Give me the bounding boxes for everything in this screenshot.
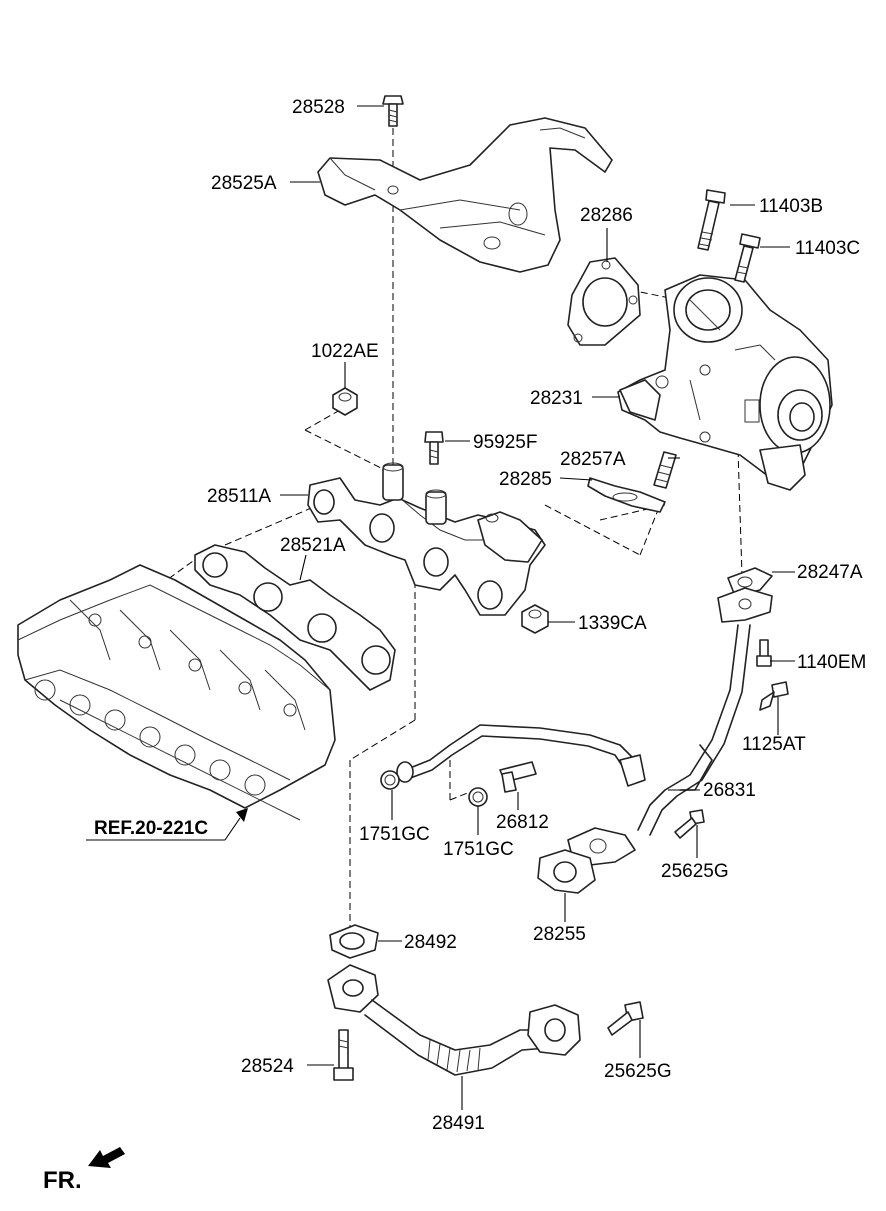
label-1751gc-a: 1751GC — [359, 824, 430, 845]
label-1140em: 1140EM — [797, 652, 866, 673]
label-26831: 26831 — [703, 780, 756, 801]
label-28525a: 28525A — [211, 173, 277, 194]
turbocharger — [617, 274, 833, 491]
label-28524: 28524 — [241, 1056, 294, 1077]
heat-shield — [317, 117, 613, 273]
label-28511a: 28511A — [207, 486, 271, 507]
exhaust-manifold — [307, 462, 546, 616]
leader-lines — [86, 105, 795, 1110]
label-28521a: 28521A — [280, 535, 346, 556]
oil-pipe-28491 — [327, 964, 581, 1076]
front-label: FR. — [43, 1167, 82, 1194]
turbo-gasket-28286 — [567, 257, 641, 346]
label-28257a: 28257A — [560, 449, 626, 470]
label-1751gc-b: 1751GC — [443, 839, 514, 860]
bolt-11403c — [734, 233, 761, 283]
label-28286: 28286 — [580, 205, 633, 226]
part-number-labels: 28528 28525A 28286 11403B 11403C 1022AE … — [207, 97, 866, 1134]
nut-1022ae — [332, 387, 358, 416]
stud-95925f — [424, 431, 444, 465]
bolt-25625g-lower — [607, 1001, 644, 1036]
label-28255: 28255 — [533, 924, 586, 945]
manifold-gasket — [194, 544, 396, 691]
oil-return-pipe — [380, 724, 646, 807]
bolt-1125at — [759, 681, 789, 711]
label-95925f: 95925F — [473, 432, 537, 453]
bolt-1140em — [756, 639, 772, 667]
gasket-28255 — [537, 849, 596, 894]
nut-1339ca — [521, 604, 549, 634]
bolt-28528 — [382, 95, 404, 127]
label-28231: 28231 — [530, 388, 583, 409]
label-1339ca: 1339CA — [578, 613, 647, 634]
gasket-28285 — [587, 477, 666, 513]
label-26812: 26812 — [496, 812, 549, 833]
stud-28257a — [653, 451, 677, 489]
label-1125at: 1125AT — [742, 734, 806, 755]
label-28528: 28528 — [292, 97, 345, 118]
gasket-28492 — [329, 924, 379, 959]
label-28492: 28492 — [404, 932, 457, 953]
front-direction-marker: FR. — [43, 1147, 125, 1194]
label-1022ae: 1022AE — [311, 341, 379, 362]
cylinder-head-reference — [17, 564, 336, 821]
label-28491: 28491 — [432, 1113, 485, 1134]
front-arrow-icon — [88, 1147, 125, 1168]
label-28247a: 28247A — [797, 562, 863, 583]
reference-label: REF.20-221C — [94, 818, 208, 839]
label-25625g-b: 25625G — [604, 1061, 672, 1082]
label-11403c: 11403C — [795, 238, 860, 259]
label-28285: 28285 — [499, 469, 552, 490]
label-25625g-a: 25625G — [661, 861, 729, 882]
bolt-28524 — [333, 1029, 354, 1081]
bolt-11403b — [697, 189, 726, 251]
bolt-25625g-upper — [674, 809, 705, 839]
label-11403b: 11403B — [759, 196, 823, 217]
